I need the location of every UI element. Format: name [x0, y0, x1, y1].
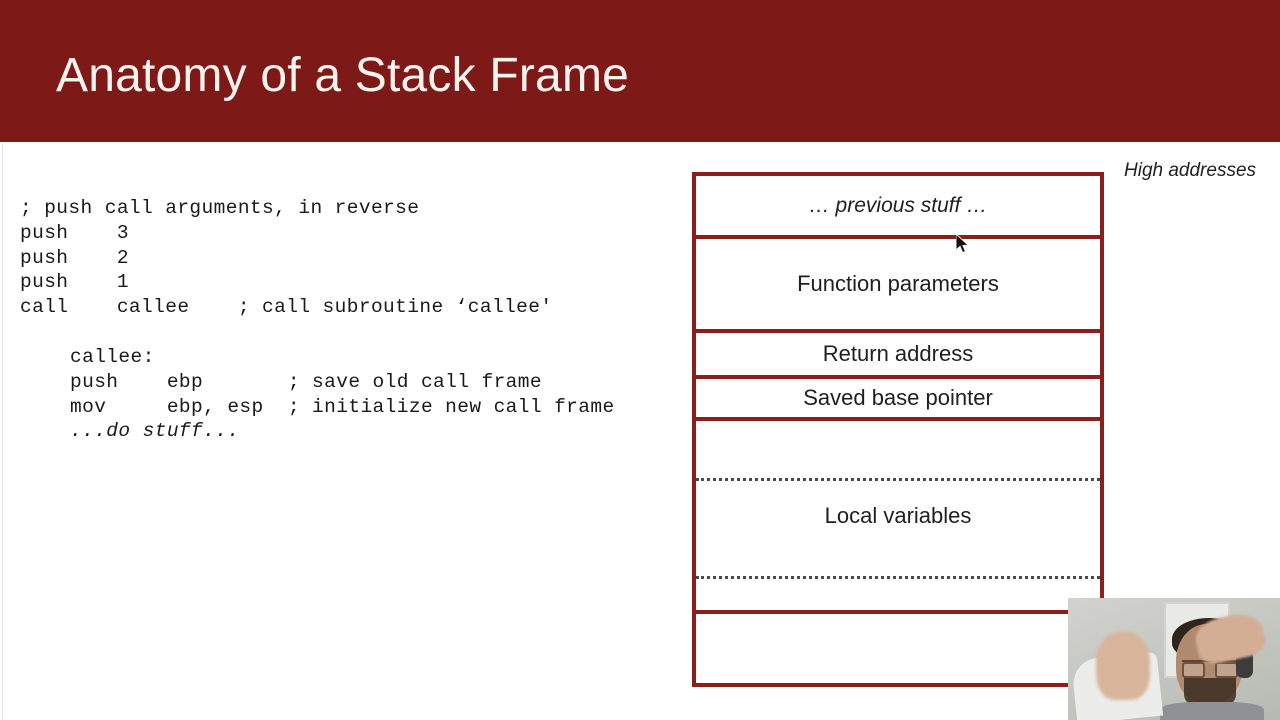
webcam-video-overlay[interactable] [1068, 598, 1280, 720]
stack-box-label: Function parameters [797, 271, 999, 296]
page-title: Anatomy of a Stack Frame [56, 49, 630, 102]
stack-box-saved-base-pointer: Saved base pointer [692, 375, 1104, 421]
stack-box-label: Return address [822, 341, 974, 366]
code-line: push 1 [20, 271, 129, 294]
code-line: push 2 [20, 246, 129, 269]
header-underline [0, 142, 1280, 145]
stack-box-empty [692, 610, 1104, 687]
stack-box-previous-stuff: … previous stuff … [692, 172, 1104, 239]
content-left-rule [2, 145, 3, 720]
stack-box-function-parameters: Function parameters [692, 235, 1104, 333]
code-line: ; push call arguments, in reverse [20, 197, 420, 219]
code-line: push ebp ; save old call frame [70, 370, 542, 393]
stack-frame-diagram: … previous stuff … Function parameters R… [692, 172, 1104, 687]
glasses-lens-right [1215, 662, 1238, 678]
stack-box-return-address: Return address [692, 329, 1104, 379]
stack-box-label: Saved base pointer [803, 385, 993, 410]
stack-box-label: Local variables [824, 502, 972, 528]
code-block-callee: callee: push ebp ; save old call frame m… [20, 345, 680, 444]
dotted-divider-top [696, 478, 1100, 481]
stack-box-local-variables: Local variables [692, 417, 1104, 614]
webcam-person-hand-left [1096, 632, 1150, 700]
code-line: push 3 [20, 221, 129, 244]
code-line: ...do stuff... [70, 420, 240, 443]
stack-box-label: … previous stuff … [808, 193, 988, 217]
code-line: mov ebp, esp ; initialize new call frame [70, 395, 615, 418]
slide-header-band [0, 0, 1280, 142]
code-block-caller: ; push call arguments, in reverse push 3… [20, 196, 680, 320]
high-addresses-label: High addresses [1124, 160, 1257, 181]
webcam-person-shirt [1160, 702, 1264, 720]
code-line: call callee ; call subroutine ‘callee' [20, 296, 553, 319]
dotted-divider-bottom [696, 576, 1100, 579]
glasses-lens-left [1182, 662, 1205, 678]
assembly-code-region: ; push call arguments, in reverse push 3… [20, 196, 680, 444]
code-line: callee: [70, 345, 155, 368]
